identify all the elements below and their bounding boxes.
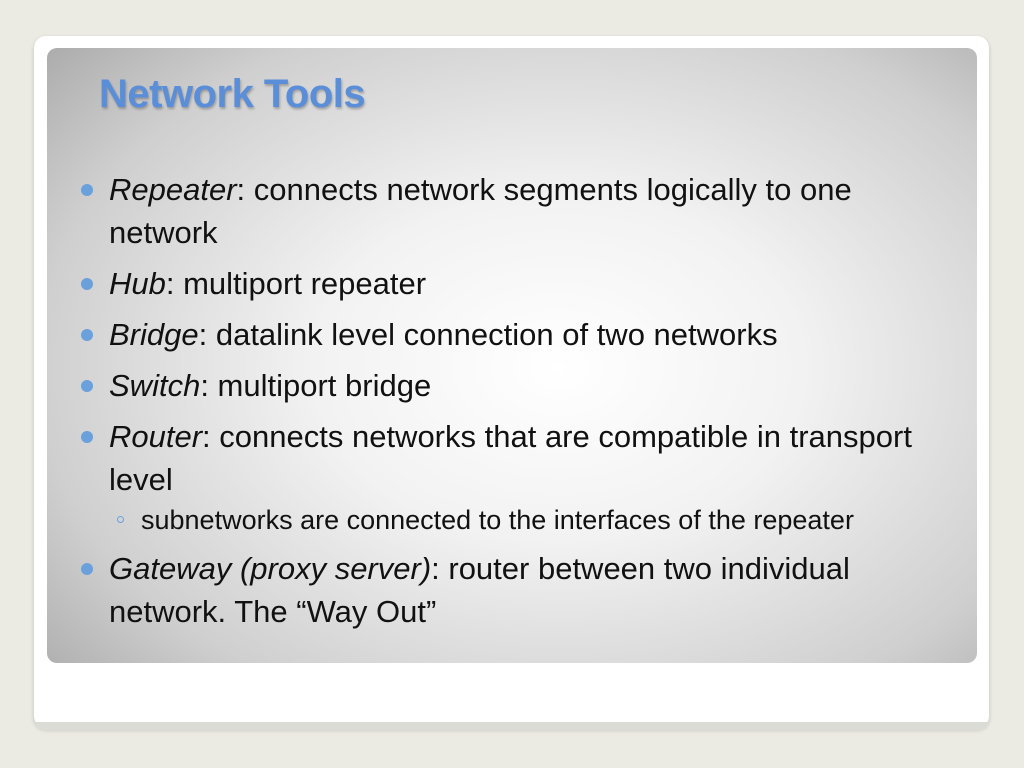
frame-bottom-edge	[34, 722, 989, 730]
bullet-dot-icon	[81, 431, 93, 443]
sub-bullet-subnetworks: subnetworks are connected to the interfa…	[117, 501, 954, 539]
bullet-dot-icon	[81, 380, 93, 392]
bullet-dot-icon	[81, 184, 93, 196]
bullet-dot-icon	[81, 329, 93, 341]
bullet-term: Bridge	[109, 317, 199, 352]
bullet-repeater: Repeater: connects network segments logi…	[81, 168, 954, 254]
bullet-dot-icon	[81, 278, 93, 290]
bullet-description: : multiport bridge	[200, 368, 432, 403]
bullet-switch: Switch: multiport bridge	[81, 364, 954, 407]
bullet-gateway: Gateway (proxy server): router between t…	[81, 547, 954, 633]
hollow-circle-icon	[117, 516, 124, 523]
bullet-dot-icon	[81, 563, 93, 575]
bullet-term: Repeater	[109, 172, 237, 207]
sub-bullet-list: subnetworks are connected to the interfa…	[117, 501, 954, 539]
bullet-description: : connects networks that are compatible …	[109, 419, 912, 497]
sub-bullet-text: subnetworks are connected to the interfa…	[141, 505, 854, 535]
bullet-term: Hub	[109, 266, 166, 301]
bullet-description: : datalink level connection of two netwo…	[198, 317, 778, 352]
bullet-description: : connects network segments logically to…	[109, 172, 852, 250]
bullet-term: Router	[109, 419, 203, 454]
bullet-hub: Hub: multiport repeater	[81, 262, 954, 305]
slide-title: Network Tools	[99, 72, 366, 116]
bullet-list: Repeater: connects network segments logi…	[81, 168, 954, 641]
slide-panel: Network Tools Repeater: connects network…	[47, 48, 977, 663]
bullet-term: Gateway (proxy server)	[109, 551, 432, 586]
bullet-bridge: Bridge: datalink level connection of two…	[81, 313, 954, 356]
bullet-description: : multiport repeater	[165, 266, 427, 301]
bullet-description: : router between two individual network.…	[109, 551, 850, 629]
bullet-router: Router: connects networks that are compa…	[81, 415, 954, 539]
bullet-term: Switch	[109, 368, 201, 403]
